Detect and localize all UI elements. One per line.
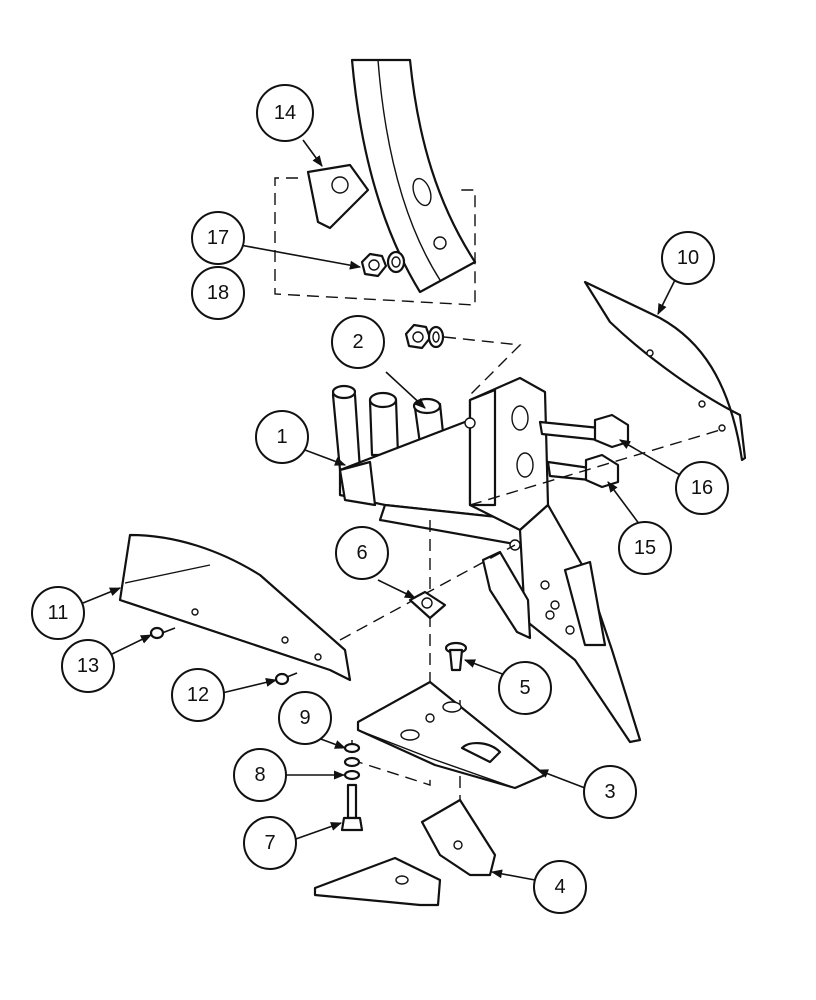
leader-14 <box>302 139 323 167</box>
callout-number: 3 <box>604 781 615 803</box>
leader-7 <box>292 822 343 841</box>
plow-bolt-13 <box>149 626 176 640</box>
callout-circle <box>191 211 245 265</box>
callout-circle <box>255 410 309 464</box>
point-body <box>481 503 642 744</box>
callout-number: 16 <box>691 477 713 499</box>
callout-circle <box>335 526 389 580</box>
callout-number: 7 <box>264 832 275 854</box>
spare-tip <box>313 856 442 907</box>
callout-circle <box>191 266 245 320</box>
clamp-plate <box>306 163 370 230</box>
callout-circle <box>331 315 385 369</box>
callout-number: 18 <box>207 282 229 304</box>
callout-circle <box>533 860 587 914</box>
callout-17: 17 <box>191 211 245 265</box>
callout-number: 1 <box>276 426 287 448</box>
callout-number: 12 <box>187 684 209 706</box>
assembly-bracket-upper <box>274 177 476 306</box>
callout-16: 16 <box>675 461 729 515</box>
sweep-point <box>356 680 547 790</box>
leader-4 <box>490 869 536 881</box>
callout-number: 11 <box>48 602 69 624</box>
callout-number: 13 <box>77 655 99 677</box>
callout-15: 15 <box>618 521 672 575</box>
callout-number: 4 <box>554 876 565 898</box>
callout-1: 1 <box>255 410 309 464</box>
leader-12 <box>221 678 278 694</box>
leader-11 <box>82 587 122 604</box>
callout-11: 11 <box>31 586 85 640</box>
callout-3: 3 <box>583 765 637 819</box>
callout-6: 6 <box>335 526 389 580</box>
callout-4: 4 <box>533 860 587 914</box>
callout-14: 14 <box>256 84 314 142</box>
callout-2: 2 <box>331 315 385 369</box>
callout-circle <box>233 748 287 802</box>
leader-5 <box>463 659 506 676</box>
wing-blade-left <box>118 533 352 682</box>
leader-1 <box>304 449 347 466</box>
leader-17 <box>239 244 362 270</box>
callout-10: 10 <box>661 231 715 285</box>
callout-circle <box>243 816 297 870</box>
callout-circle <box>31 586 85 640</box>
callout-circle <box>661 231 715 285</box>
nut-washer-upper <box>360 250 406 278</box>
wing-blade-right <box>583 280 747 462</box>
callout-number: 2 <box>352 331 363 353</box>
callout-9: 9 <box>278 691 332 745</box>
callout-number: 10 <box>677 247 699 269</box>
callout-circle <box>583 765 637 819</box>
callout-12: 12 <box>171 668 225 722</box>
callout-8: 8 <box>233 748 287 802</box>
replaceable-tip <box>420 798 497 877</box>
callout-number: 15 <box>634 537 656 559</box>
leader-10 <box>657 279 676 316</box>
callout-number: 17 <box>207 227 229 249</box>
callout-13: 13 <box>61 639 115 693</box>
nut-washer-middle <box>404 323 522 396</box>
assembly-line-right <box>469 429 721 506</box>
callout-circle <box>675 461 729 515</box>
plow-bolt-12 <box>274 672 298 686</box>
callout-circle <box>256 84 314 142</box>
leader-13 <box>109 634 153 656</box>
bolt-long-lower <box>546 453 620 489</box>
callout-circle <box>498 661 552 715</box>
shank-arm <box>350 58 477 294</box>
leader-2 <box>385 371 426 409</box>
callout-circle <box>618 521 672 575</box>
hex-bolt-stack <box>340 742 364 832</box>
callout-7: 7 <box>243 816 297 870</box>
leader-6 <box>377 579 417 599</box>
standard-frame <box>331 376 550 551</box>
callout-number: 14 <box>274 102 296 124</box>
callout-number: 8 <box>254 764 265 786</box>
callout-circle <box>61 639 115 693</box>
callout-number: 6 <box>356 542 367 564</box>
leader-3 <box>536 769 586 789</box>
callout-number: 9 <box>299 707 310 729</box>
callout-5: 5 <box>498 661 552 715</box>
carriage-bolt <box>444 641 468 672</box>
leader-15 <box>607 481 641 526</box>
leader-16 <box>619 439 681 476</box>
callout-circle <box>171 668 225 722</box>
callout-number: 5 <box>519 677 530 699</box>
clip-nut <box>408 590 447 620</box>
bolt-long-upper <box>538 413 630 449</box>
callout-circle <box>278 691 332 745</box>
callout-18: 18 <box>191 266 245 320</box>
